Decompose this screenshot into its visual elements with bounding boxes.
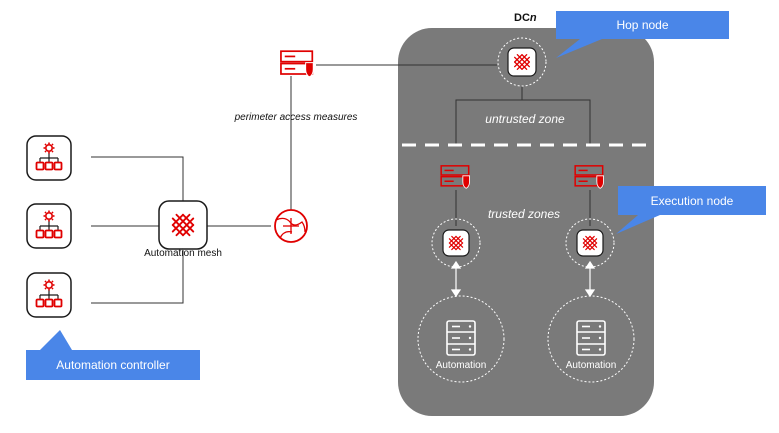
- hop-node-callout: Hop node: [556, 11, 729, 39]
- untrusted-zone-label: untrusted zone: [485, 112, 565, 126]
- controller-node-icon-2: [26, 203, 72, 249]
- hop-node-callout-tail: [556, 39, 602, 58]
- automation-controller-callout-text: Automation controller: [56, 358, 170, 372]
- firewall-server-icon: [280, 50, 315, 78]
- connection-lines: [91, 64, 591, 304]
- datacenter-label-prefix: DC: [514, 12, 530, 24]
- bidirectional-arrows: [450, 260, 596, 298]
- controller-node-icon-3: [26, 272, 72, 318]
- automation-controller-callout: Automation controller: [26, 350, 200, 380]
- datacenter-region: [398, 28, 654, 416]
- automation-server-right: [547, 295, 635, 383]
- execution-node-right: [565, 218, 615, 268]
- automation-mesh-label: Automation mesh: [144, 248, 222, 259]
- automation-mesh-node: [158, 200, 208, 250]
- trusted-zones-label: trusted zones: [488, 207, 560, 221]
- controller-callout-tail: [40, 330, 72, 350]
- execution-node-left: [431, 218, 481, 268]
- automation-server-left: [417, 295, 505, 383]
- execution-node-callout-tail: [616, 215, 660, 234]
- hop-node-callout-text: Hop node: [616, 18, 669, 32]
- globe-router-icon: [274, 209, 308, 243]
- perimeter-access-label: perimeter access measures: [234, 112, 358, 123]
- controller-node-icon-1: [26, 135, 72, 181]
- execution-node-callout-text: Execution node: [650, 193, 734, 208]
- datacenter-label-suffix: n: [530, 12, 537, 24]
- automation-label-left: Automation: [436, 360, 487, 371]
- execution-node-callout: Execution node: [618, 186, 766, 215]
- hop-node: [497, 37, 547, 87]
- datacenter-label: DCn: [514, 12, 537, 24]
- automation-label-right: Automation: [566, 360, 617, 371]
